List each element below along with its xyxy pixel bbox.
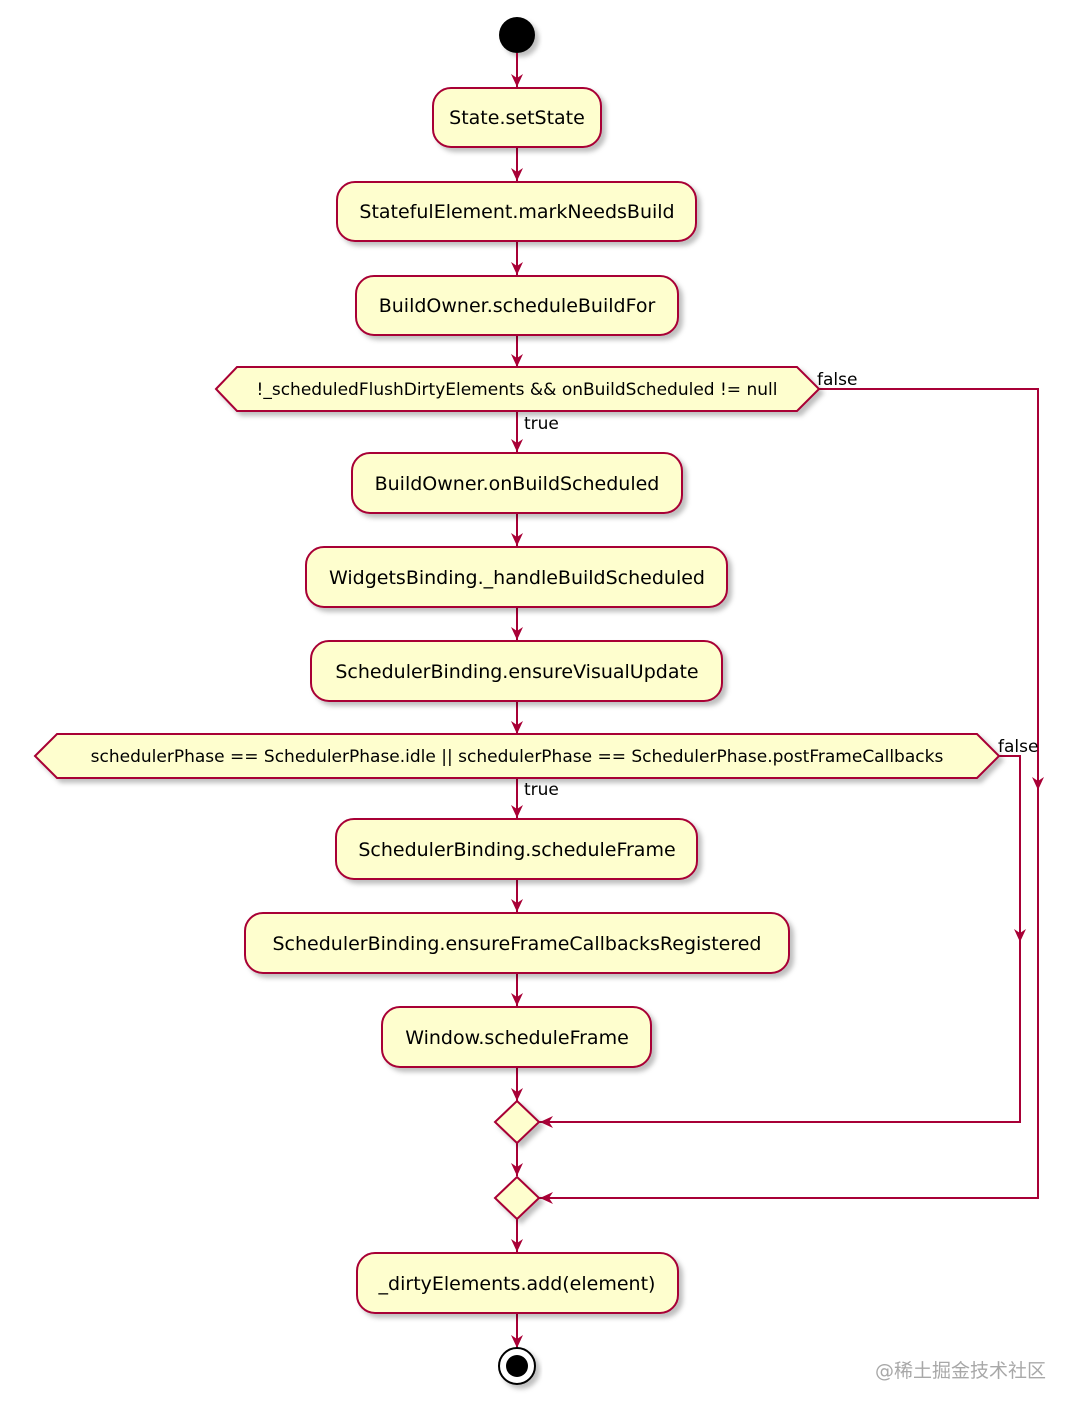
action-set-state-label: State.setState — [449, 107, 585, 129]
action-handle-build-scheduled: WidgetsBinding._handleBuildScheduled — [305, 546, 728, 608]
watermark: @稀土掘金技术社区 — [874, 1360, 1046, 1382]
action-ensure-frame-callbacks-label: SchedulerBinding.ensureFrameCallbacksReg… — [273, 933, 762, 955]
action-dirty-elements-add-label: _dirtyElements.add(element) — [378, 1273, 656, 1295]
action-dirty-elements-add: _dirtyElements.add(element) — [356, 1252, 679, 1314]
condition-flush-dirty-elements: !_scheduledFlushDirtyElements && onBuild… — [214, 366, 821, 412]
start-node — [499, 17, 535, 53]
condition2-false-label: false — [998, 737, 1038, 757]
condition1-false-label: false — [817, 370, 857, 390]
action-ensure-visual-update-label: SchedulerBinding.ensureVisualUpdate — [335, 661, 698, 683]
action-set-state: State.setState — [432, 87, 602, 148]
condition-flush-dirty-elements-label: !_scheduledFlushDirtyElements && onBuild… — [257, 380, 778, 400]
merge-node-outer — [493, 1175, 541, 1221]
action-mark-needs-build-label: StatefulElement.markNeedsBuild — [359, 201, 674, 223]
action-schedule-frame: SchedulerBinding.scheduleFrame — [335, 818, 698, 880]
merge-node-inner — [493, 1099, 541, 1145]
condition-scheduler-phase: schedulerPhase == SchedulerPhase.idle ||… — [33, 733, 1001, 779]
action-schedule-frame-label: SchedulerBinding.scheduleFrame — [358, 839, 675, 861]
condition1-true-label: true — [524, 414, 559, 434]
action-window-schedule-frame: Window.scheduleFrame — [381, 1006, 652, 1068]
action-on-build-scheduled: BuildOwner.onBuildScheduled — [351, 452, 683, 514]
action-mark-needs-build: StatefulElement.markNeedsBuild — [336, 181, 697, 242]
end-node — [498, 1347, 536, 1385]
action-handle-build-scheduled-label: WidgetsBinding._handleBuildScheduled — [329, 567, 705, 589]
false-branch-condition1-path — [539, 388, 1039, 1199]
action-on-build-scheduled-label: BuildOwner.onBuildScheduled — [375, 473, 660, 495]
condition2-true-label: true — [524, 780, 559, 800]
condition-scheduler-phase-label: schedulerPhase == SchedulerPhase.idle ||… — [91, 747, 944, 767]
action-schedule-build-for-label: BuildOwner.scheduleBuildFor — [379, 295, 656, 317]
action-schedule-build-for: BuildOwner.scheduleBuildFor — [355, 275, 679, 336]
action-window-schedule-frame-label: Window.scheduleFrame — [405, 1027, 629, 1049]
action-ensure-frame-callbacks: SchedulerBinding.ensureFrameCallbacksReg… — [244, 912, 790, 974]
connectors — [511, 53, 1044, 1348]
action-ensure-visual-update: SchedulerBinding.ensureVisualUpdate — [310, 640, 723, 702]
